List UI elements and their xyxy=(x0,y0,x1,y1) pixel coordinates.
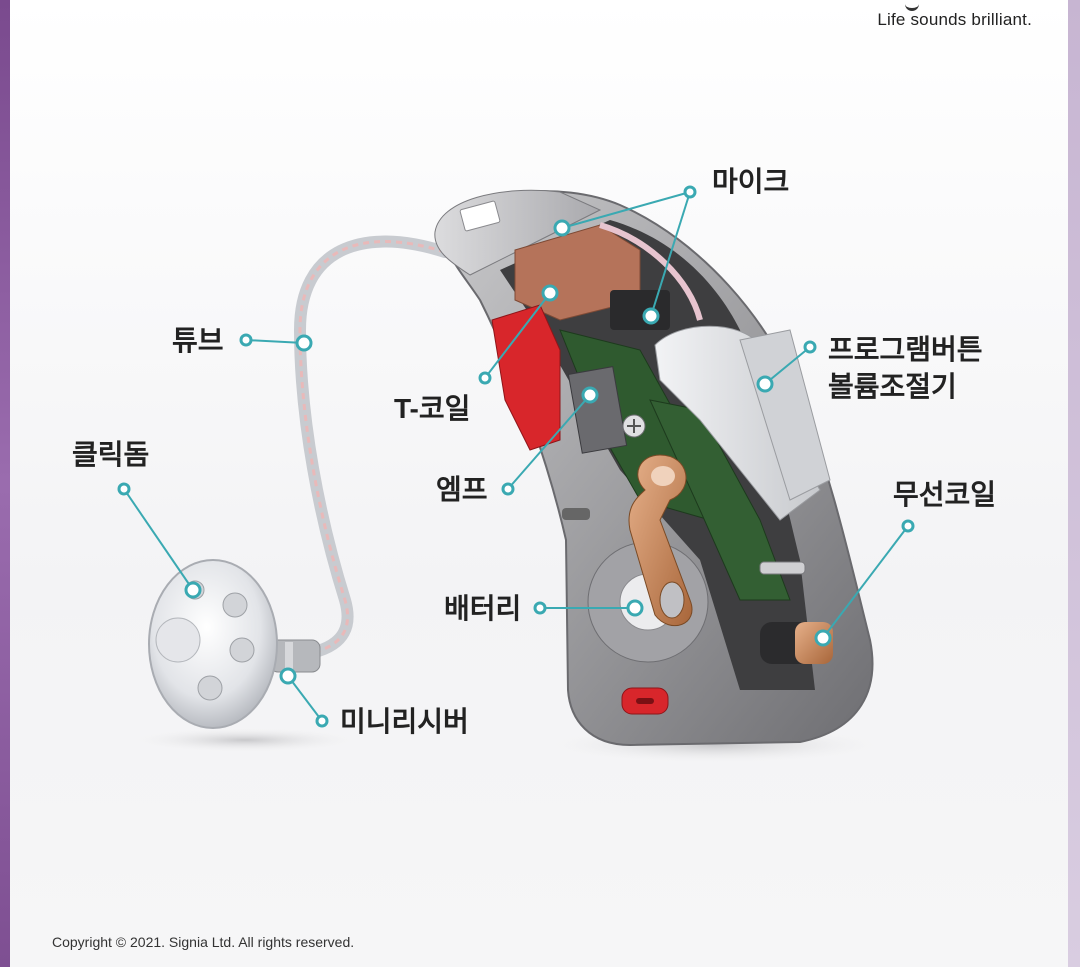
callout-dots xyxy=(117,185,915,728)
tube-body xyxy=(293,235,451,661)
right-frame-edge xyxy=(1068,0,1080,967)
left-frame-edge xyxy=(0,0,10,967)
dome-shadow xyxy=(135,728,355,752)
copyright-notice: Copyright © 2021. Signia Ltd. All rights… xyxy=(52,934,355,950)
label-wireless-coil: 무선코일 xyxy=(893,478,997,511)
program-button-housing xyxy=(654,325,821,521)
label-battery: 배터리 xyxy=(444,592,522,625)
tube-wire xyxy=(298,240,446,657)
callout-lines xyxy=(123,191,909,722)
t-coil-red-part xyxy=(491,304,561,451)
label-volume-control: 볼륨조절기 xyxy=(828,370,957,403)
label-program-button: 프로그램버튼 xyxy=(828,333,983,366)
label-click-dome: 클릭돔 xyxy=(72,438,150,471)
brand-tagline: Life sounds brilliant. xyxy=(877,10,1032,29)
label-tube: 튜브 xyxy=(172,324,224,357)
label-amp: 엠프 xyxy=(436,473,488,506)
brand-logo-fragment xyxy=(905,0,919,11)
label-mini-receiver: 미니리시버 xyxy=(340,705,469,738)
label-microphone: 마이크 xyxy=(712,165,790,198)
label-t-coil: T-코일 xyxy=(394,393,471,424)
